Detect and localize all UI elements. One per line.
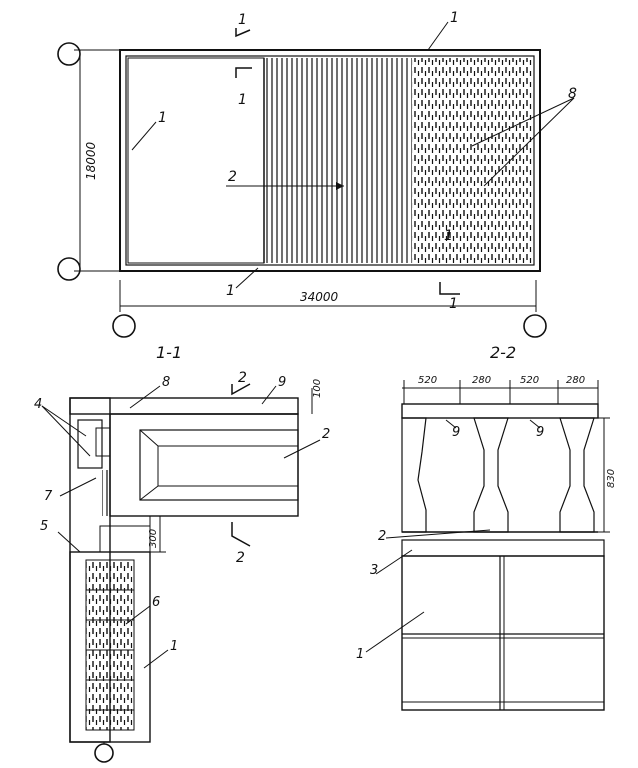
- callout: 1: [356, 647, 364, 662]
- section-mark: 1: [238, 12, 247, 28]
- roof-slab: [401, 403, 599, 419]
- section-title: 2-2: [490, 343, 516, 362]
- axis-marker: [523, 314, 547, 338]
- section-title: 1-1: [156, 343, 182, 362]
- lower-column: [69, 551, 151, 743]
- callout: 2: [378, 529, 386, 544]
- dim-label: 280: [472, 375, 491, 386]
- section-mark: 1: [444, 228, 453, 244]
- callout: 1: [170, 639, 178, 654]
- ladder: [85, 559, 135, 731]
- callout: 2: [322, 427, 330, 442]
- plan-view: 18000 34000 1 1 1 1: [57, 10, 577, 338]
- rib: [401, 417, 427, 533]
- dim-label: 520: [418, 375, 437, 386]
- section-2-2: 2-2 520 280 520 280 830 9: [356, 343, 617, 711]
- dim-label: 300: [148, 529, 159, 548]
- callout: 8: [568, 86, 577, 102]
- dim-label: 520: [520, 375, 539, 386]
- wall-panel: [401, 555, 605, 711]
- section-mark: 1: [449, 296, 458, 312]
- axis-marker: [57, 42, 81, 66]
- plan-hatched-zone-8: [412, 58, 532, 263]
- callout: 1: [226, 283, 235, 299]
- dim-label: 100: [312, 379, 323, 398]
- axis-marker: [57, 257, 81, 281]
- beam: [109, 413, 299, 517]
- axis-marker: [112, 314, 136, 338]
- beam-band: [401, 539, 605, 557]
- callout: 1: [158, 110, 167, 126]
- plan-dim-width: 34000: [300, 290, 339, 304]
- callout: 2: [228, 169, 237, 185]
- callout: 9: [536, 425, 544, 440]
- ledge: [109, 515, 151, 527]
- callout: 5: [40, 519, 48, 534]
- callout: 1: [450, 10, 459, 26]
- callout: 4: [34, 397, 42, 412]
- section-1-1: 1-1 2 2: [34, 343, 330, 763]
- axis-marker: [94, 743, 114, 763]
- rib: [559, 417, 595, 533]
- callout: 8: [162, 375, 170, 390]
- callout: 6: [152, 595, 160, 610]
- callout: 3: [370, 563, 378, 578]
- callout: 9: [278, 375, 286, 390]
- section-mark: 1: [238, 92, 247, 108]
- rib: [473, 417, 509, 533]
- plan-inner-outline: [125, 55, 535, 266]
- plan-hatched-zone-2: [264, 58, 412, 263]
- section-mark: 2: [236, 550, 245, 566]
- plan-outline: [119, 49, 541, 272]
- dim-label: 280: [566, 375, 585, 386]
- plan-empty-bay: [127, 57, 265, 264]
- section-mark: 2: [238, 370, 247, 386]
- plan-dim-height: 18000: [84, 141, 98, 180]
- beam-inner: [139, 429, 299, 501]
- roof-slab: [69, 397, 299, 415]
- dim-label: 830: [606, 469, 617, 488]
- callout: 7: [44, 489, 53, 504]
- callout: 9: [452, 425, 460, 440]
